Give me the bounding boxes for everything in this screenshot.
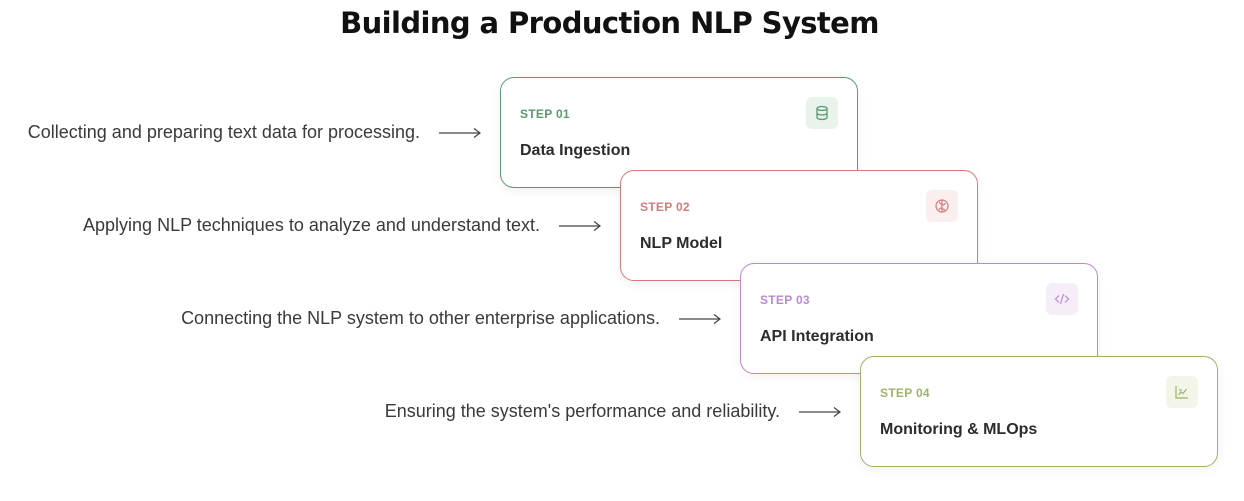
step-title: Data Ingestion <box>520 142 631 159</box>
arrow-icon <box>439 127 483 139</box>
database-icon <box>806 97 838 129</box>
step-number: STEP 02 <box>640 200 690 214</box>
step-title: API Integration <box>760 328 874 345</box>
step-number: STEP 03 <box>760 293 810 307</box>
arrow-icon <box>679 313 723 325</box>
arrow-icon <box>799 406 843 418</box>
step-number: STEP 01 <box>520 107 570 121</box>
brain-icon <box>926 190 958 222</box>
step-description: Applying NLP techniques to analyze and u… <box>83 215 540 235</box>
diagram-title: Building a Production NLP System <box>340 6 879 40</box>
step-card-nlp-model: STEP 02 NLP Model <box>620 170 978 281</box>
step-description: Connecting the NLP system to other enter… <box>181 308 660 328</box>
step-title: Monitoring & MLOps <box>880 421 1038 438</box>
step-description: Ensuring the system's performance and re… <box>384 401 780 421</box>
arrow-icon <box>559 220 603 232</box>
step-description: Collecting and preparing text data for p… <box>27 122 420 142</box>
step-card-monitoring-mlops: STEP 04 Monitoring & MLOps <box>860 356 1218 467</box>
chart-icon <box>1166 376 1198 408</box>
code-icon <box>1046 283 1078 315</box>
step-number: STEP 04 <box>880 386 930 400</box>
step-title: NLP Model <box>640 235 723 252</box>
step-card-data-ingestion: STEP 01 Data Ingestion <box>500 77 858 188</box>
